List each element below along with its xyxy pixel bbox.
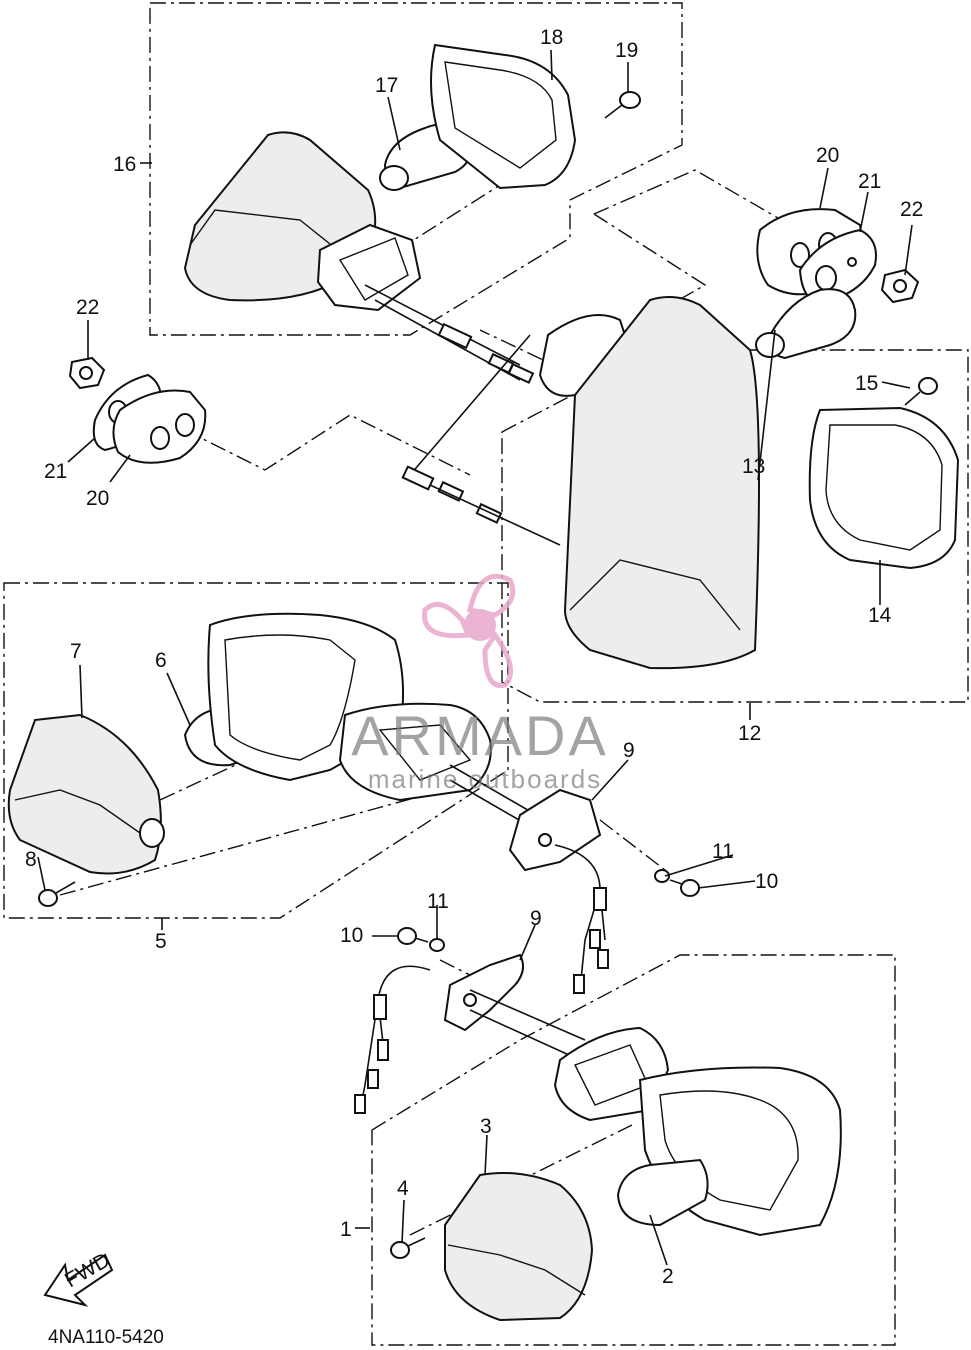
- washer-icon: [429, 938, 445, 952]
- nut-icon: [880, 268, 920, 304]
- callout-9b: 9: [530, 907, 542, 930]
- watermark-brand: ARMADA: [351, 704, 609, 767]
- screw-icon: [390, 1237, 426, 1259]
- watermark-tagline: marine outboards: [368, 764, 602, 794]
- flasher-assembly-5: [7, 612, 700, 994]
- assembly-box-5: [3, 582, 509, 919]
- bulb-icon: [616, 1158, 709, 1227]
- assembly-box-1: [371, 954, 896, 1346]
- screw-icon: [38, 881, 76, 907]
- callout-11a: 11: [712, 840, 734, 863]
- callout-21b: 21: [44, 460, 67, 483]
- flasher-lens-icon: [563, 295, 760, 670]
- callout-2: 2: [662, 1265, 674, 1288]
- callout-20a: 20: [816, 144, 839, 167]
- nut-icon: [68, 356, 106, 390]
- callout-17: 17: [375, 74, 398, 97]
- callout-14: 14: [868, 604, 892, 627]
- callout-13: 13: [742, 455, 765, 478]
- flasher-assembly-16: [183, 43, 641, 384]
- flasher-housing: [430, 43, 577, 190]
- screw-icon: [669, 879, 700, 897]
- flasher-lens-icon: [444, 1171, 594, 1322]
- watermark-logo: [422, 573, 516, 689]
- callout-10a: 10: [755, 870, 778, 893]
- flasher-assembly-1: [354, 927, 842, 1322]
- screw-icon: [604, 91, 641, 119]
- callout-18: 18: [540, 26, 563, 49]
- callout-19: 19: [615, 39, 638, 62]
- callout-6: 6: [155, 649, 167, 672]
- callout-15: 15: [855, 372, 878, 395]
- screw-icon: [397, 927, 429, 945]
- callout-7: 7: [70, 640, 82, 663]
- callout-3: 3: [480, 1115, 492, 1138]
- washer-icon: [654, 869, 670, 883]
- callout-21a: 21: [858, 170, 881, 193]
- callout-11b: 11: [427, 890, 449, 913]
- callout-9a: 9: [623, 739, 635, 762]
- assembly-box-16: [149, 2, 683, 336]
- flasher-assembly-12: [401, 288, 960, 670]
- grommet-icon: [112, 389, 207, 464]
- callout-16: 16: [113, 153, 136, 176]
- screw-icon: [904, 377, 938, 406]
- callout-8: 8: [25, 848, 37, 871]
- callout-22a: 22: [900, 198, 923, 221]
- callout-20b: 20: [86, 487, 109, 510]
- callout-12: 12: [738, 722, 761, 745]
- flasher-lens-icon: [7, 713, 162, 875]
- callout-1: 1: [340, 1218, 352, 1241]
- guide-line: [593, 169, 786, 223]
- bulb-icon: [755, 288, 857, 360]
- callout-5: 5: [155, 930, 167, 953]
- diagram-code: 4NA110-5420: [48, 1327, 164, 1348]
- guide-line: [439, 959, 471, 976]
- guide-line: [599, 819, 666, 871]
- callout-4: 4: [397, 1177, 409, 1200]
- callout-22b: 22: [76, 296, 99, 319]
- guide-line: [184, 414, 471, 476]
- fwd-arrow-icon: FWD: [43, 1248, 114, 1307]
- flasher-housing: [808, 406, 960, 570]
- callout-10b: 10: [340, 924, 363, 947]
